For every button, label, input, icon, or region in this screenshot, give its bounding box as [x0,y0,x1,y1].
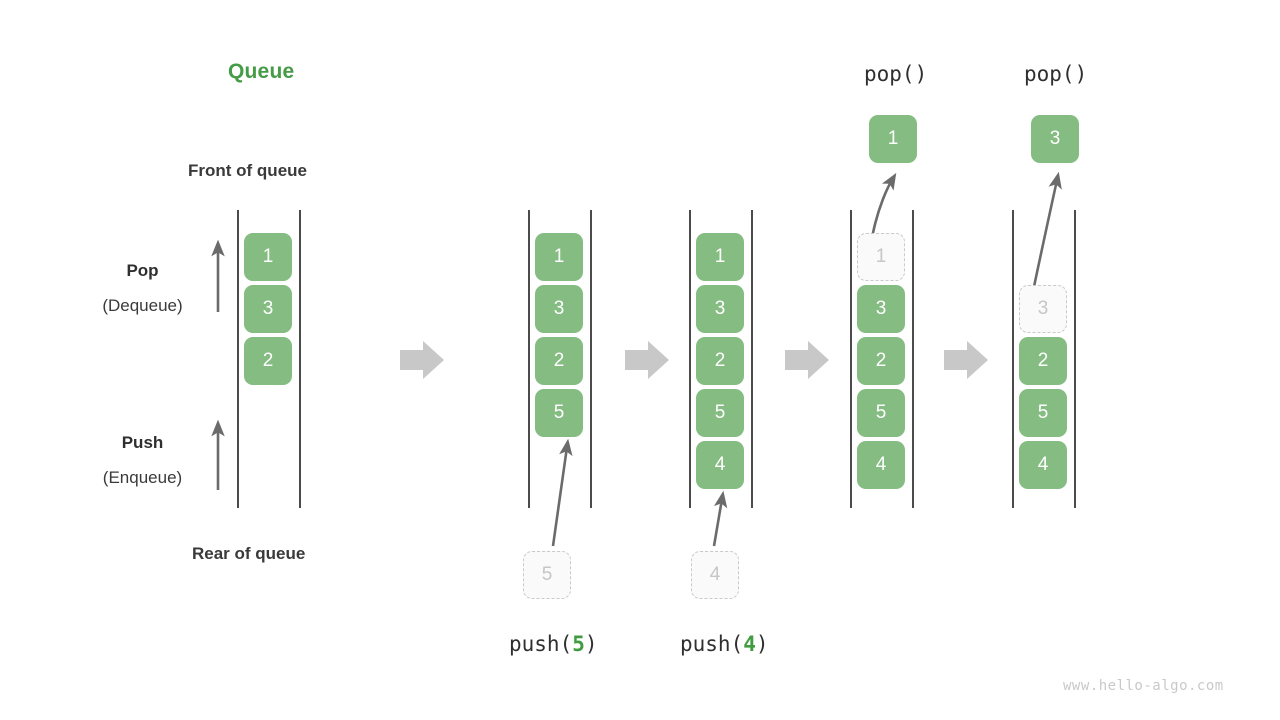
queue-element: 2 [244,337,292,385]
popped-element: 3 [1031,115,1079,163]
queue-element: 1 [696,233,744,281]
push-5-caption: push(5) [509,632,598,656]
popped-element: 1 [869,115,917,163]
push-4-arrow [712,490,728,547]
queue-element-new: 4 [696,441,744,489]
queue-element-new: 5 [535,389,583,437]
op-name: push( [680,632,744,656]
op-close: ) [584,632,598,656]
pop-2-caption: pop() [1024,62,1088,86]
push-sublabel: (Enqueue) [102,468,183,487]
queue-rail-left [689,210,691,508]
queue-rail-right [299,210,301,508]
queue-element: 2 [535,337,583,385]
incoming-ghost-element: 4 [691,551,739,599]
page-title: Queue [228,60,295,83]
queue-element: 2 [696,337,744,385]
queue-element: 4 [1019,441,1067,489]
op-arg: 5 [572,632,585,656]
queue-element: 1 [244,233,292,281]
op-arg: 4 [743,632,756,656]
removed-ghost-element: 3 [1019,285,1067,333]
queue-rail-right [590,210,592,508]
queue-element: 2 [1019,337,1067,385]
pop-sublabel: (Dequeue) [102,296,183,315]
push-4-caption: push(4) [680,632,769,656]
queue-element: 4 [857,441,905,489]
watermark: www.hello-algo.com [1063,678,1224,694]
op-name: push( [509,632,573,656]
removed-ghost-element: 1 [857,233,905,281]
queue-rail-left [1012,210,1014,508]
pop-label: Pop [126,261,159,280]
queue-element: 5 [857,389,905,437]
queue-rail-right [1074,210,1076,508]
queue-element: 5 [1019,389,1067,437]
queue-rail-left [528,210,530,508]
front-of-queue-label: Front of queue [188,161,307,180]
queue-element: 3 [696,285,744,333]
push-5-arrow [551,438,573,547]
queue-rail-right [912,210,914,508]
step-arrow-2 [625,341,669,379]
queue-element: 3 [244,285,292,333]
rear-of-queue-label: Rear of queue [192,544,306,563]
step-arrow-3 [785,341,829,379]
step-arrow-4 [944,341,988,379]
op-close: ) [755,632,769,656]
queue-element: 3 [535,285,583,333]
queue-element: 2 [857,337,905,385]
incoming-ghost-element: 5 [523,551,571,599]
queue-element: 1 [535,233,583,281]
queue-rail-left [850,210,852,508]
queue-rail-right [751,210,753,508]
queue-rail-left [237,210,239,508]
pop-1-caption: pop() [864,62,928,86]
step-arrow-1 [400,341,444,379]
queue-element: 3 [857,285,905,333]
push-label: Push [121,433,164,452]
queue-element: 5 [696,389,744,437]
